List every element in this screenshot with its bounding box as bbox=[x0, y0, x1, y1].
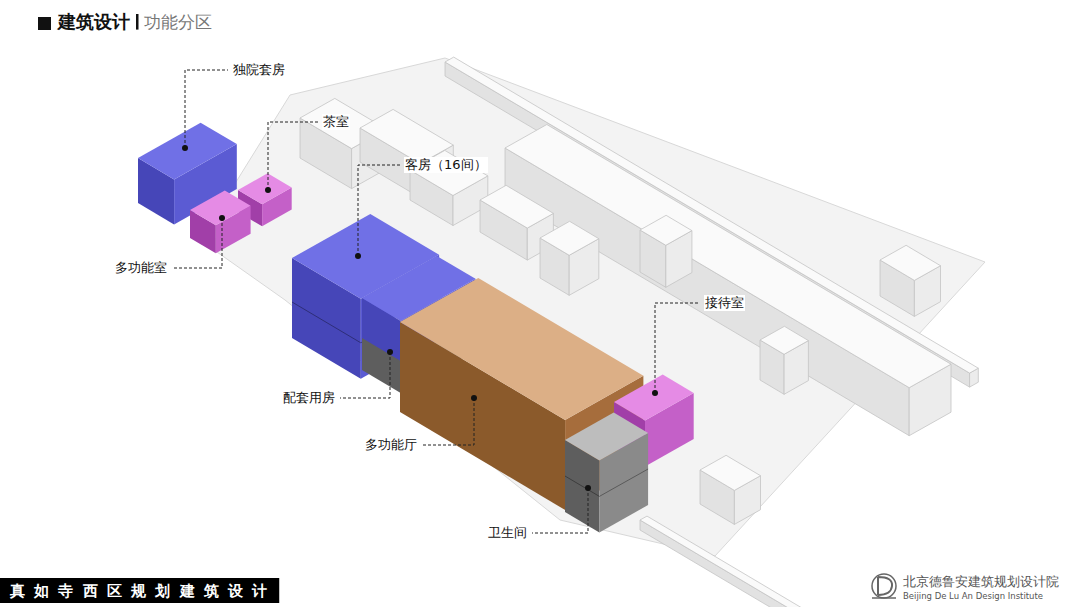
building-mass bbox=[700, 455, 761, 524]
leader-line bbox=[655, 303, 700, 393]
footer-bar bbox=[0, 578, 279, 603]
guest-room-label: 客房（16间） bbox=[404, 157, 488, 173]
multi-room-block bbox=[190, 190, 251, 253]
leader-line bbox=[358, 165, 400, 256]
institute-name: 北京德鲁安建筑规划设计院 bbox=[903, 574, 1059, 589]
building-mass bbox=[640, 215, 692, 287]
page-subtitle: 功能分区 bbox=[144, 12, 212, 32]
toilet-label: 卫生间 bbox=[487, 525, 528, 541]
institute-logo bbox=[872, 574, 896, 598]
leader-line bbox=[340, 352, 390, 398]
building-mass bbox=[540, 221, 599, 295]
leader-dot bbox=[182, 145, 188, 151]
leader-dot bbox=[219, 215, 225, 221]
project-name: 真 如 寺 西 区 规 划 建 筑 设 计 bbox=[10, 579, 269, 603]
building-mass bbox=[880, 245, 941, 316]
support-room-label: 配套用房 bbox=[282, 390, 336, 406]
leader-line bbox=[172, 218, 222, 268]
suite-label: 独院套房 bbox=[232, 62, 286, 78]
leader-dot bbox=[585, 485, 591, 491]
title-square bbox=[38, 17, 51, 30]
leader-line bbox=[185, 70, 228, 148]
title-separator bbox=[136, 14, 139, 30]
hall-label: 多功能厅 bbox=[364, 437, 418, 453]
leader-dot bbox=[387, 349, 393, 355]
multi-room-label: 多功能室 bbox=[114, 260, 168, 276]
building-mass bbox=[760, 326, 808, 394]
leader-dot bbox=[355, 253, 361, 259]
leader-line bbox=[422, 398, 474, 445]
site-ground bbox=[200, 58, 985, 556]
institute-name-en: Beijing De Lu An Design Institute bbox=[903, 591, 1043, 601]
leader-line bbox=[532, 488, 588, 533]
leader-line bbox=[268, 122, 318, 190]
toilet-block bbox=[565, 413, 648, 533]
leader-dot bbox=[471, 395, 477, 401]
leader-dot bbox=[265, 187, 271, 193]
page-title: 建筑设计 bbox=[58, 11, 130, 33]
tea-room-label: 茶室 bbox=[322, 114, 350, 130]
building-mass bbox=[640, 516, 931, 607]
leader-dot bbox=[652, 390, 658, 396]
reception-label: 接待室 bbox=[704, 295, 745, 311]
